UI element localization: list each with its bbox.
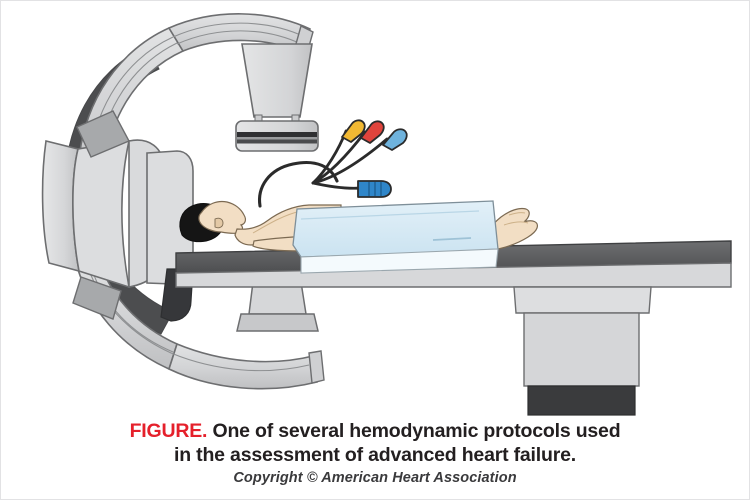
image-intensifier-detector: [235, 43, 319, 152]
drape-sheet: [292, 200, 499, 258]
figure-caption: FIGURE. One of several hemodynamic proto…: [1, 419, 749, 486]
detector-stripe-dark2: [237, 139, 317, 144]
caption-line-1: FIGURE. One of several hemodynamic proto…: [1, 419, 749, 443]
c-arm-top-groove: [172, 22, 306, 45]
table-pedestal-base: [527, 385, 636, 416]
detector-cone: [241, 43, 313, 118]
caption-line-2: in the assessment of advanced heart fail…: [174, 444, 576, 466]
caption-line-1-text: One of several hemodynamic protocols use…: [207, 420, 621, 442]
patient-ear: [214, 217, 224, 229]
catheter-connector-yellow: [341, 119, 366, 143]
catheter-connector-blue: [357, 180, 392, 198]
c-arm-lower-end-cap: [308, 350, 325, 384]
table-pedestal-upper: [513, 286, 652, 314]
c-arm-slide-shoe-bottom: [72, 276, 122, 320]
c-arm-lower-arc: [168, 342, 318, 390]
copyright-notice: Copyright © American Heart Association: [233, 470, 517, 486]
catheter-branch-light-blue: [311, 137, 389, 185]
catheter-connector-red: [360, 120, 385, 144]
drape-fold-line: [300, 210, 480, 220]
catheter-connector-light-blue: [382, 128, 408, 151]
detector-stripe-light: [237, 137, 317, 140]
c-arm-gantry: [41, 13, 325, 390]
catheter-branch-blue: [311, 181, 363, 190]
x-ray-source-collar: [236, 313, 319, 332]
patient-toe-line: [503, 212, 529, 226]
c-arm-carriage-inner: [72, 140, 131, 289]
hemodynamic-catheter-cables: [258, 119, 408, 208]
detector-stripe-dark: [237, 132, 317, 137]
connector-blue-ridges: [368, 182, 382, 196]
drape-skirt: [300, 248, 499, 274]
table-underrail: [175, 262, 732, 288]
surgical-drape: [292, 200, 499, 274]
table-pedestal-column: [523, 312, 640, 387]
drape-hem-line: [432, 237, 472, 241]
figure-label: FIGURE.: [129, 420, 208, 442]
x-ray-source: [236, 281, 319, 332]
